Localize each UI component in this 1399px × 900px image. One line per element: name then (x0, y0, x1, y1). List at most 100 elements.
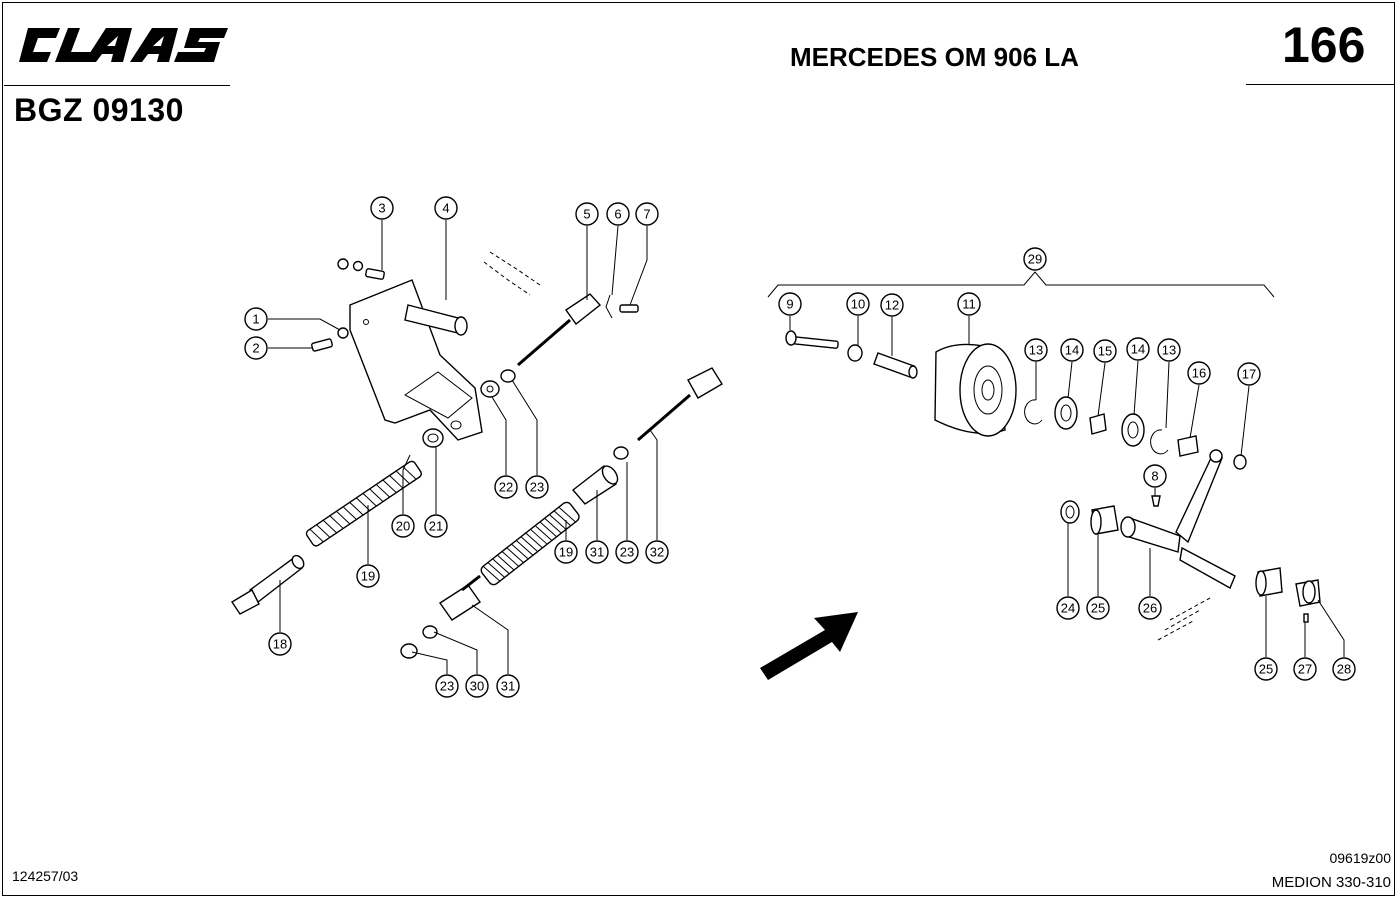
svg-text:23: 23 (620, 545, 634, 560)
callout-22[interactable]: 22 (494, 475, 518, 499)
callout-6[interactable]: 6 (606, 202, 630, 226)
bearing-14-left (1054, 396, 1078, 430)
callout-9[interactable]: 9 (778, 292, 802, 316)
svg-text:29: 29 (1028, 252, 1042, 267)
bolt-3 (337, 258, 385, 280)
header-rule-right (1246, 84, 1394, 85)
assembly-bracket-29 (767, 271, 1275, 298)
grease-nipple-8 (1151, 495, 1161, 507)
svg-text:30: 30 (470, 679, 484, 694)
header-rule-left (4, 85, 230, 86)
circlip-13-right (1150, 429, 1169, 455)
svg-text:31: 31 (590, 545, 604, 560)
callout-1[interactable]: 1 (244, 307, 268, 331)
callout-26[interactable]: 26 (1138, 596, 1162, 620)
callout-10[interactable]: 10 (846, 292, 870, 316)
nut-23-mid (613, 446, 629, 460)
callout-24[interactable]: 24 (1056, 596, 1080, 620)
seal-24 (1060, 500, 1080, 524)
circlip-13-left (1024, 399, 1043, 425)
svg-text:19: 19 (361, 569, 375, 584)
callout-25[interactable]: 25 (1086, 596, 1110, 620)
callout-30[interactable]: 30 (465, 674, 489, 698)
svg-text:25: 25 (1259, 662, 1273, 677)
svg-text:1: 1 (252, 312, 259, 327)
svg-text:19: 19 (559, 545, 573, 560)
callout-23[interactable]: 23 (525, 475, 549, 499)
svg-text:13: 13 (1029, 343, 1043, 358)
svg-text:5: 5 (583, 207, 590, 222)
callout-23[interactable]: 23 (435, 674, 459, 698)
callout-32[interactable]: 32 (645, 540, 669, 564)
callout-14[interactable]: 14 (1126, 337, 1150, 361)
svg-text:27: 27 (1298, 662, 1312, 677)
pulley-11 (934, 343, 1017, 437)
claas-logo (19, 28, 228, 62)
callout-29[interactable]: 29 (1023, 247, 1047, 271)
svg-text:17: 17 (1242, 367, 1256, 382)
svg-text:31: 31 (501, 679, 515, 694)
nut-23-top (500, 369, 516, 383)
callout-17[interactable]: 17 (1237, 362, 1261, 386)
callout-11[interactable]: 11 (957, 292, 981, 316)
assembly-direction-arrow (760, 612, 858, 680)
bearing-14-right (1121, 413, 1145, 447)
callout-19[interactable]: 19 (554, 540, 578, 564)
pin-7 (619, 304, 639, 313)
sleeve-31-bottom (439, 574, 481, 621)
cable-5 (483, 251, 602, 367)
washer-30 (422, 625, 438, 639)
callout-27[interactable]: 27 (1293, 657, 1317, 681)
callout-16[interactable]: 16 (1187, 361, 1211, 385)
callout-31[interactable]: 31 (585, 540, 609, 564)
pin-part (404, 304, 468, 336)
washer-1 (337, 327, 349, 339)
svg-text:23: 23 (530, 480, 544, 495)
spacer-12 (873, 352, 918, 379)
callout-28[interactable]: 28 (1332, 657, 1356, 681)
callout-25[interactable]: 25 (1254, 657, 1278, 681)
page-number: 166 (1282, 17, 1366, 73)
bolt-9 (785, 330, 839, 349)
callout-3[interactable]: 3 (370, 196, 394, 220)
callout-15[interactable]: 15 (1093, 339, 1117, 363)
svg-text:28: 28 (1337, 662, 1351, 677)
svg-text:23: 23 (440, 679, 454, 694)
svg-text:2: 2 (252, 341, 259, 356)
svg-text:3: 3 (378, 201, 385, 216)
svg-text:24: 24 (1061, 601, 1075, 616)
svg-text:14: 14 (1131, 342, 1145, 357)
callout-18[interactable]: 18 (268, 632, 292, 656)
callout-2[interactable]: 2 (244, 336, 268, 360)
callout-31[interactable]: 31 (496, 674, 520, 698)
callout-12[interactable]: 12 (880, 293, 904, 317)
callout-19[interactable]: 19 (356, 564, 380, 588)
svg-text:4: 4 (442, 201, 449, 216)
nut-23-bottom (400, 643, 418, 659)
svg-text:11: 11 (962, 297, 976, 312)
bolt-2 (311, 338, 333, 352)
callout-13[interactable]: 13 (1157, 338, 1181, 362)
cable-32 (637, 367, 723, 442)
callout-14[interactable]: 14 (1060, 338, 1084, 362)
spring-19-left (305, 460, 422, 547)
callout-21[interactable]: 21 (424, 514, 448, 538)
bracket-part (349, 279, 483, 441)
washer-22 (480, 380, 500, 398)
callout-5[interactable]: 5 (575, 202, 599, 226)
document-code: BGZ 09130 (14, 92, 184, 128)
svg-text:16: 16 (1192, 366, 1206, 381)
callout-8[interactable]: 8 (1143, 464, 1167, 488)
sleeve-31-top (571, 464, 619, 505)
callout-23[interactable]: 23 (615, 540, 639, 564)
callout-13[interactable]: 13 (1024, 338, 1048, 362)
callout-4[interactable]: 4 (434, 196, 458, 220)
callout-7[interactable]: 7 (635, 202, 659, 226)
svg-text:22: 22 (499, 480, 513, 495)
callout-20[interactable]: 20 (391, 514, 415, 538)
bushing-28 (1295, 579, 1321, 607)
svg-text:32: 32 (650, 545, 664, 560)
svg-text:7: 7 (643, 207, 650, 222)
